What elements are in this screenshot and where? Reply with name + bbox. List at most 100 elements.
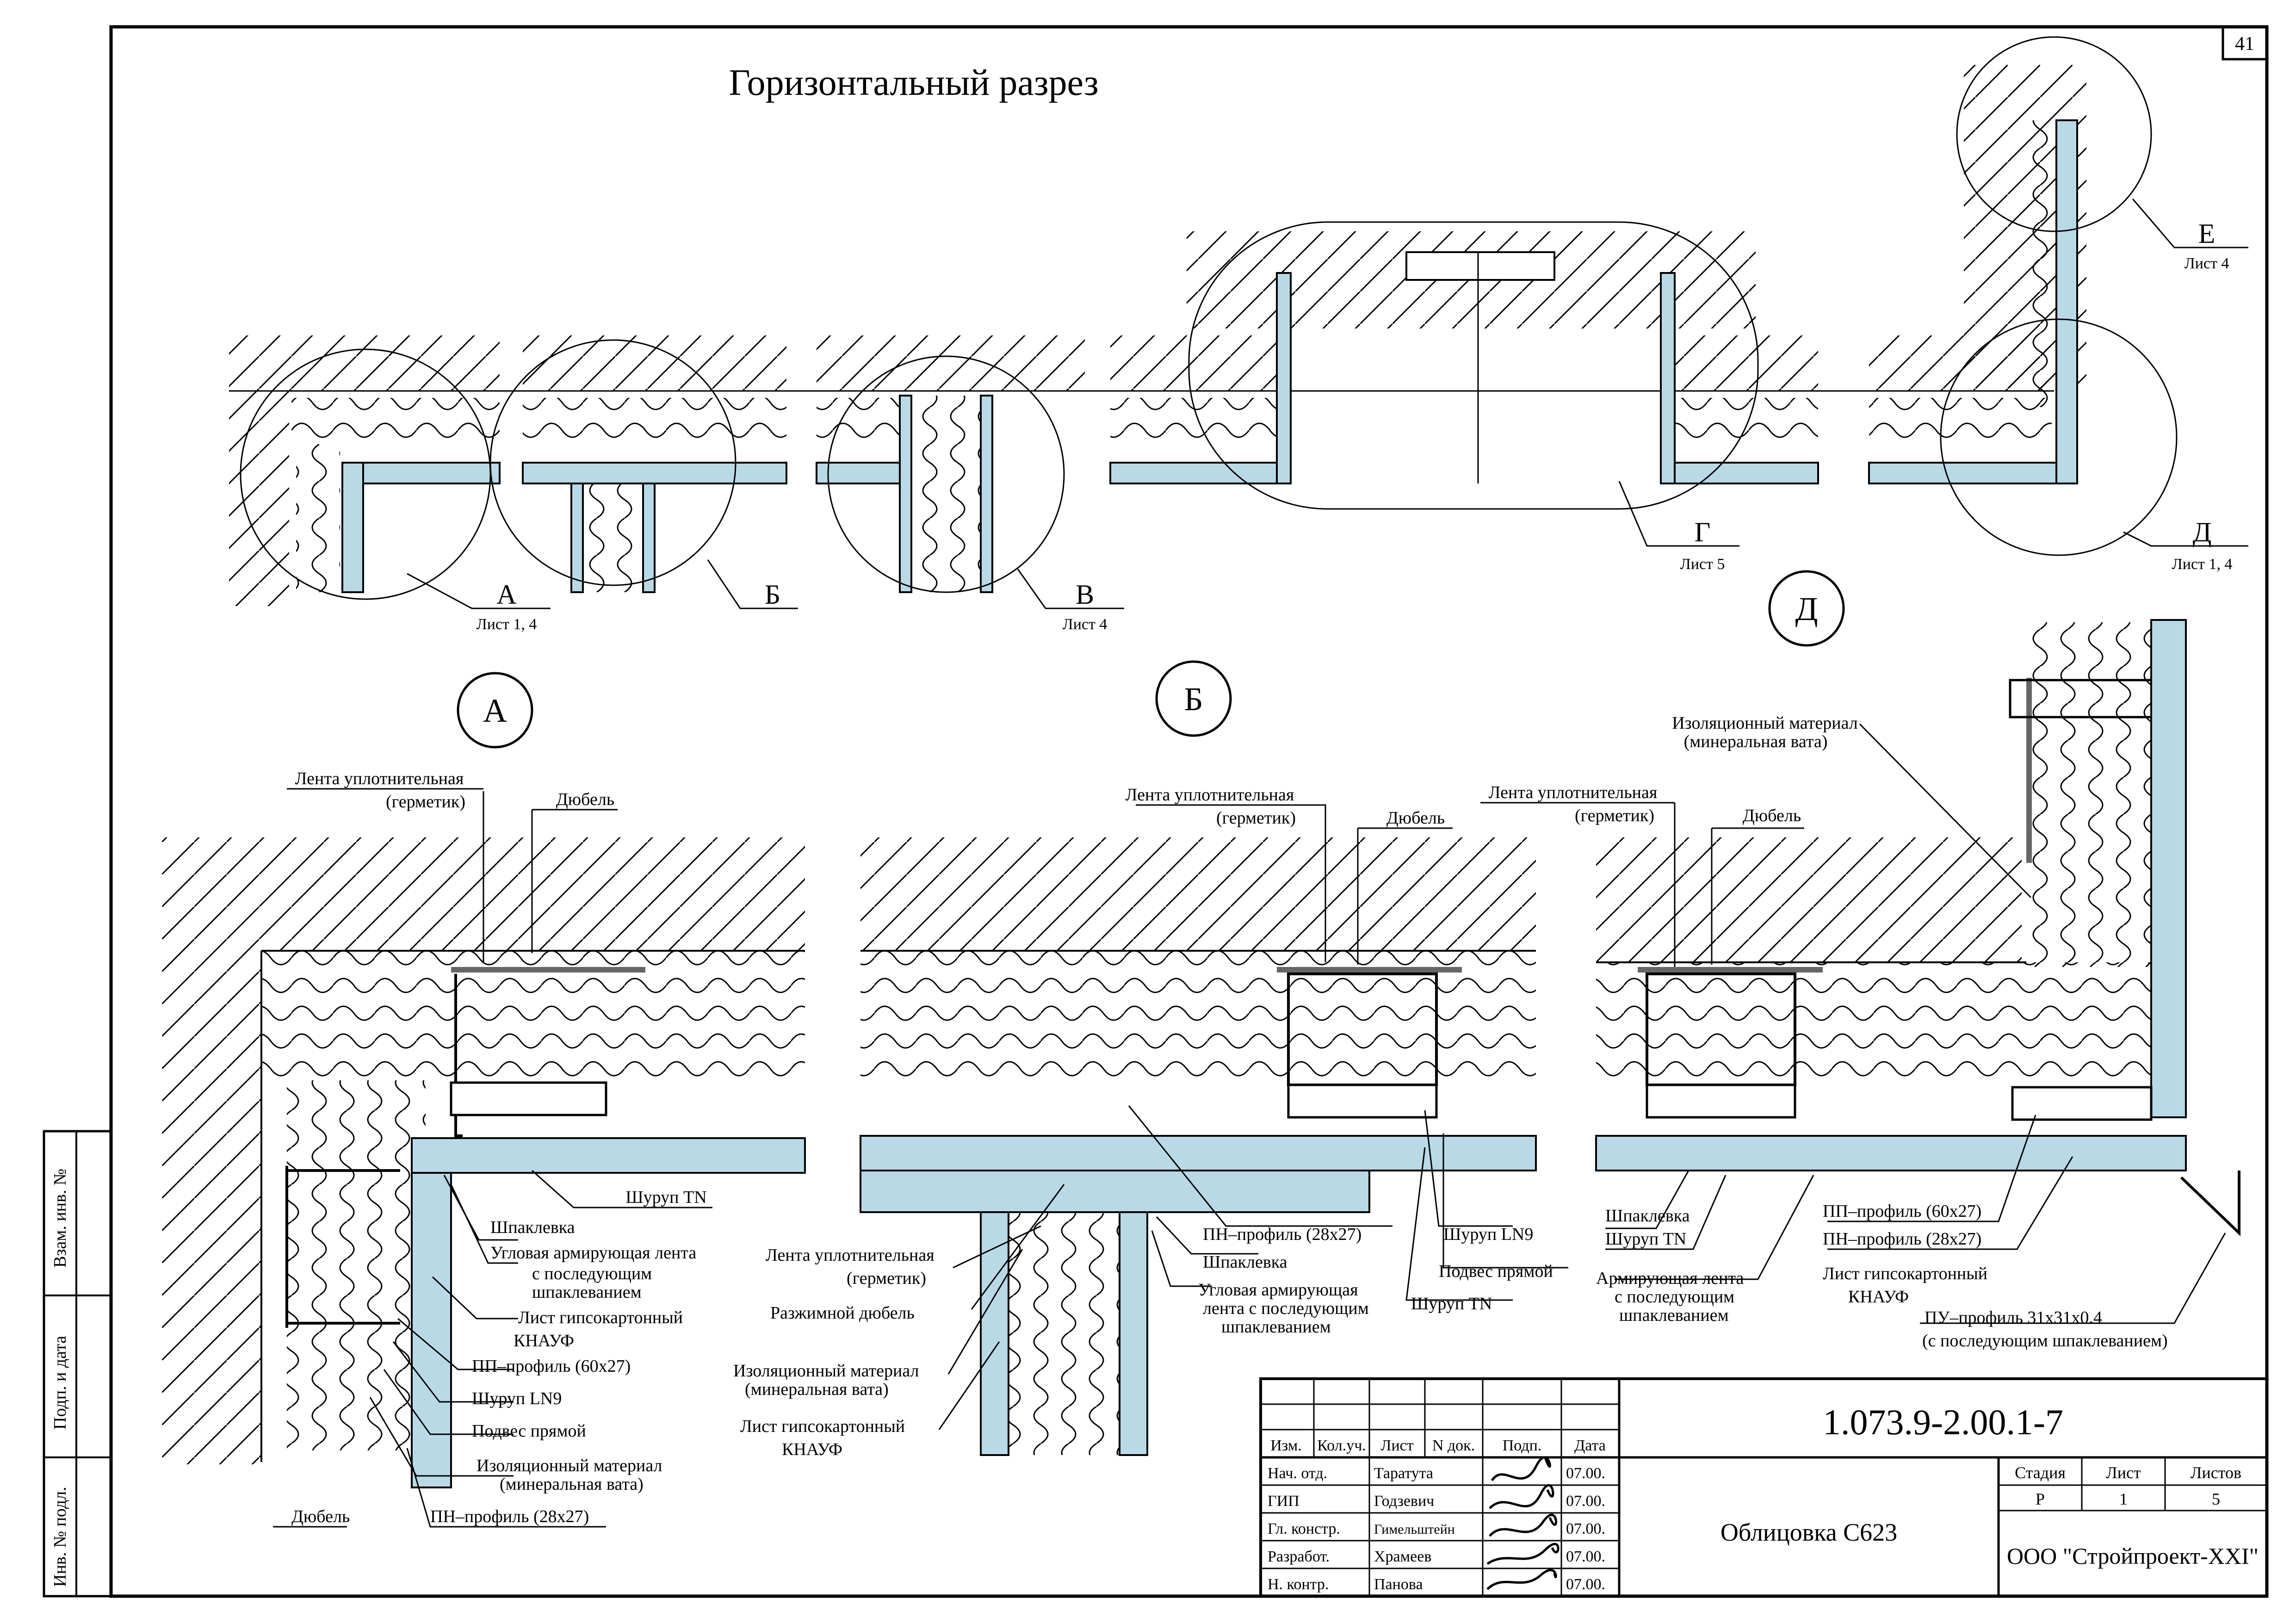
tb-sheets-header: Листов [2191, 1463, 2241, 1482]
detail-a-gkl-2: КНАУФ [514, 1331, 574, 1350]
callout-a-letter: А [496, 579, 516, 610]
callout-circle-b [489, 339, 736, 586]
callout-g-ref: Лист 5 [1680, 556, 1725, 573]
detail-b-hanger: Подвес прямой [1439, 1262, 1553, 1281]
detail-a-hanger: Подвес прямой [472, 1421, 586, 1441]
detail-d-screw-tn: Шуруп TN [1605, 1229, 1686, 1249]
detail-d-corner-3: шпаклеванием [1619, 1306, 1729, 1325]
tb-header-podp: Подп. [1503, 1437, 1542, 1454]
tb-row-2-role: ГИП [1268, 1493, 1300, 1510]
tb-company: ООО "Стройпроект-XXI" [2007, 1543, 2259, 1569]
detail-a-gkl-1: Лист гипсокартонный [518, 1308, 683, 1327]
tb-row-3-person: Гимельштейн [1374, 1522, 1455, 1537]
detail-d-putty: Шпаклевка [1605, 1206, 1690, 1226]
tb-header-date: Дата [1574, 1437, 1606, 1454]
sheet-title: Горизонтальный разрез [729, 62, 1098, 103]
tb-sheets-value: 5 [2212, 1490, 2220, 1508]
detail-b-insul-2: (минеральная вата) [745, 1380, 889, 1399]
sheet-frame [109, 25, 2269, 1598]
detail-b-corner-2: лента с последующим [1203, 1299, 1369, 1318]
detail-a-screw-ln9: Шуруп LN9 [472, 1389, 562, 1408]
tb-code: 1.073.9-2.00.1-7 [1823, 1402, 2063, 1442]
tb-header-ndoc: N док. [1432, 1437, 1475, 1454]
overview-plan: А Лист 1, 4 Б В Лист 4 Г Лист 5 Д Лист 1… [229, 36, 2248, 633]
tb-header-kol: Кол.уч. [1317, 1437, 1366, 1454]
tb-row-5-date: 07.00. [1566, 1576, 1605, 1593]
tb-row-3-role: Гл. констр. [1268, 1520, 1340, 1537]
title-block: Изм. Кол.уч. Лист N док. Подп. Дата Нач.… [1259, 1377, 2268, 1598]
tb-row-5-role: Н. контр. [1268, 1576, 1329, 1593]
detail-d-dowel: Дюбель [1743, 806, 1801, 825]
callout-g-letter: Г [1695, 517, 1711, 547]
detail-a: А Лента уплотнительная (герметик) Дюбел [162, 672, 806, 1528]
detail-b-exp-dowel: Разжимной дюбель [770, 1303, 915, 1323]
side-stamp-cell-2: Подп. и дата [50, 1336, 70, 1430]
detail-d-pu-1: ПУ–профиль 31х31х0.4 [1925, 1308, 2102, 1327]
detail-d-tape-sub: (герметик) [1575, 806, 1654, 825]
detail-d-insul-2: (минеральная вата) [1684, 732, 1828, 751]
detail-a-screw-tn: Шуруп TN [625, 1188, 706, 1207]
sheet-number-box [2222, 25, 2268, 61]
tb-row-5-person: Панова [1374, 1576, 1423, 1593]
tb-name: Облицовка С623 [1720, 1518, 1897, 1546]
detail-b-pn: ПН–профиль (28х27) [1203, 1225, 1362, 1244]
detail-a-corner-tape-2: с последующим [532, 1264, 652, 1283]
detail-b-dowel: Дюбель [1386, 808, 1445, 828]
detail-d-tape: Лента уплотнительная [1489, 783, 1658, 802]
tb-row-3-date: 07.00. [1566, 1520, 1605, 1537]
detail-d-corner-1: Армирующая лента [1596, 1269, 1744, 1288]
detail-b-gkl-2: КНАУФ [782, 1440, 842, 1459]
detail-a-insul-2: (минеральная вата) [500, 1474, 644, 1494]
callout-v-ref: Лист 4 [1063, 616, 1108, 633]
detail-a-dowel-bottom: Дюбель [291, 1507, 350, 1526]
detail-b-tape-left-sub: (герметик) [847, 1269, 926, 1288]
callout-d-letter: Д [2193, 517, 2212, 547]
detail-a-pn: ПН–профиль (28х27) [430, 1507, 589, 1526]
tb-row-2-person: Годзевич [1374, 1493, 1434, 1510]
detail-d-pu-2: (с последующим шпаклеванием) [1922, 1331, 2168, 1350]
detail-a-insul-1: Изоляционный материал [477, 1456, 662, 1475]
detail-d-gkl-1: Лист гипсокартонный [1823, 1264, 1987, 1283]
tb-row-4-date: 07.00. [1566, 1548, 1605, 1565]
detail-d-letter: Д [1795, 590, 1818, 627]
detail-a-letter: А [483, 692, 507, 729]
detail-d-corner-2: с последующим [1615, 1287, 1734, 1307]
tb-row-2-date: 07.00. [1566, 1493, 1605, 1510]
side-stamp-cell-3: Инв. № подл. [50, 1487, 70, 1587]
signatures [1486, 1456, 1560, 1590]
detail-b-gkl-1: Лист гипсокартонный [740, 1417, 905, 1436]
tb-sheet-header: Лист [2106, 1463, 2141, 1482]
detail-a-tape: Лента уплотнительная [295, 769, 464, 788]
detail-d-pn: ПН–профиль (28х27) [1823, 1229, 1981, 1249]
detail-b-letter: Б [1184, 681, 1203, 718]
tb-row-1-person: Таратута [1374, 1465, 1433, 1482]
detail-a-pp: ПП–профиль (60х27) [472, 1357, 631, 1376]
callout-v-letter: В [1076, 579, 1094, 610]
detail-b-corner-1: Угловая армирующая [1198, 1280, 1358, 1300]
sheet-number: 41 [2235, 33, 2254, 55]
callout-circle-e [1956, 36, 2152, 232]
detail-a-corner-tape-3: шпаклеванием [532, 1282, 642, 1302]
callout-a-ref: Лист 1, 4 [477, 616, 537, 633]
tb-stage-value: Р [2036, 1490, 2045, 1508]
detail-d-pp: ПП–профиль (60х27) [1823, 1202, 1981, 1221]
detail-b-putty: Шпаклевка [1203, 1252, 1287, 1272]
callout-d-ref: Лист 1, 4 [2172, 556, 2233, 573]
callout-e-ref: Лист 4 [2185, 255, 2229, 272]
callout-circle-v [827, 355, 1065, 593]
callout-oval-g [1188, 221, 1759, 510]
detail-b-tape-left: Лента уплотнительная [766, 1245, 934, 1265]
detail-b-corner-3: шпаклеванием [1221, 1317, 1331, 1337]
tb-row-1-role: Нач. отд. [1268, 1465, 1327, 1482]
detail-a-corner-tape-1: Угловая армирующая лента [490, 1243, 696, 1263]
side-stamp-cell-1: Взам. инв. № [50, 1169, 70, 1268]
detail-a-tape-sub: (герметик) [386, 792, 465, 812]
detail-d-insul-1: Изоляционный материал [1672, 713, 1858, 733]
tb-row-4-person: Храмеев [1374, 1548, 1431, 1565]
callout-circle-d [1940, 318, 2178, 556]
tb-row-1-date: 07.00. [1566, 1465, 1605, 1482]
detail-b: Б Лента уплотнительная (герметик) Дюбель… [733, 660, 1568, 1459]
tb-stage-header: Стадия [2015, 1463, 2066, 1482]
detail-d-gkl-2: КНАУФ [1848, 1287, 1909, 1307]
